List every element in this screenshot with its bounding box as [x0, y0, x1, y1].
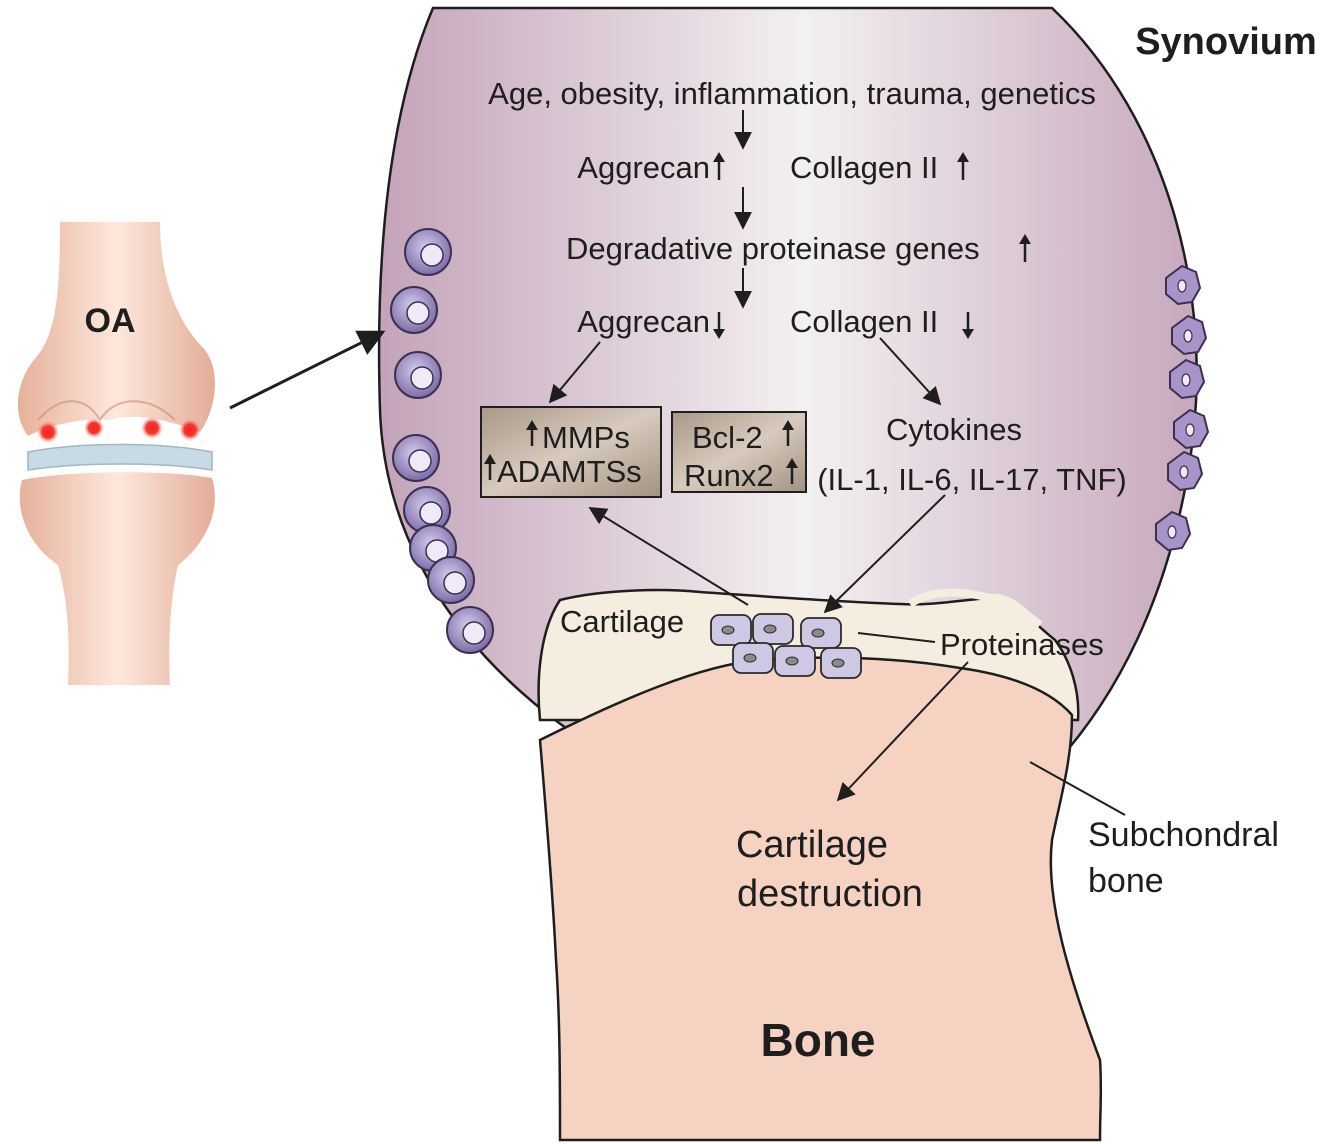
- chondrocyte-icon: [821, 648, 861, 678]
- inflammation-spot: [179, 419, 201, 441]
- knee-joint-illustration: OA: [18, 222, 215, 685]
- cartilage-destruction-line2: destruction: [737, 873, 923, 915]
- zoom-arrow: [230, 332, 383, 408]
- causes-label: Age, obesity, inflammation, trauma, gene…: [488, 76, 1096, 111]
- chondrocyte-icon: [801, 618, 841, 648]
- inflammation-spot: [141, 417, 163, 439]
- cartilage-label: Cartilage: [560, 604, 684, 639]
- inflammation-spot: [37, 421, 59, 443]
- chondrocyte-icon: [711, 615, 751, 645]
- cartilage-destruction-line1: Cartilage: [736, 824, 888, 866]
- bcl2-label: Bcl-2: [692, 420, 763, 455]
- chondrocyte-icon: [753, 614, 793, 644]
- subchondral-label-line2: bone: [1088, 862, 1164, 900]
- synovium-title: Synovium: [1135, 21, 1317, 63]
- oa-label: OA: [85, 302, 136, 340]
- subchondral-label-line1: Subchondral: [1088, 816, 1279, 854]
- cell-icon: [393, 435, 439, 481]
- tibia: [20, 472, 215, 685]
- chondrocyte-icon: [733, 643, 773, 673]
- adamts-label: ADAMTSs: [497, 454, 642, 489]
- collagen-down-label: Collagen II: [790, 304, 938, 339]
- mmps-label: MMPs: [542, 420, 630, 455]
- cell-icon: [391, 287, 437, 333]
- bone-label: Bone: [761, 1014, 876, 1066]
- chondrocyte-icon: [775, 646, 815, 676]
- collagen-up-label: Collagen II: [790, 150, 938, 185]
- meniscus: [28, 445, 212, 471]
- aggrecan-down-label: Aggrecan: [577, 304, 710, 339]
- runx2-label: Runx2: [684, 458, 774, 493]
- cell-icon: [447, 607, 493, 653]
- proteinases-label: Proteinases: [940, 627, 1104, 662]
- cytokines-label: Cytokines: [886, 412, 1022, 447]
- cell-icon: [428, 557, 474, 603]
- cell-icon: [395, 352, 441, 398]
- aggrecan-up-label: Aggrecan: [577, 150, 710, 185]
- inflammation-spot: [84, 418, 104, 438]
- cytokine-list-label: (IL-1, IL-6, IL-17, TNF): [817, 462, 1127, 497]
- cell-icon: [405, 229, 451, 275]
- degradative-label: Degradative proteinase genes: [566, 231, 980, 266]
